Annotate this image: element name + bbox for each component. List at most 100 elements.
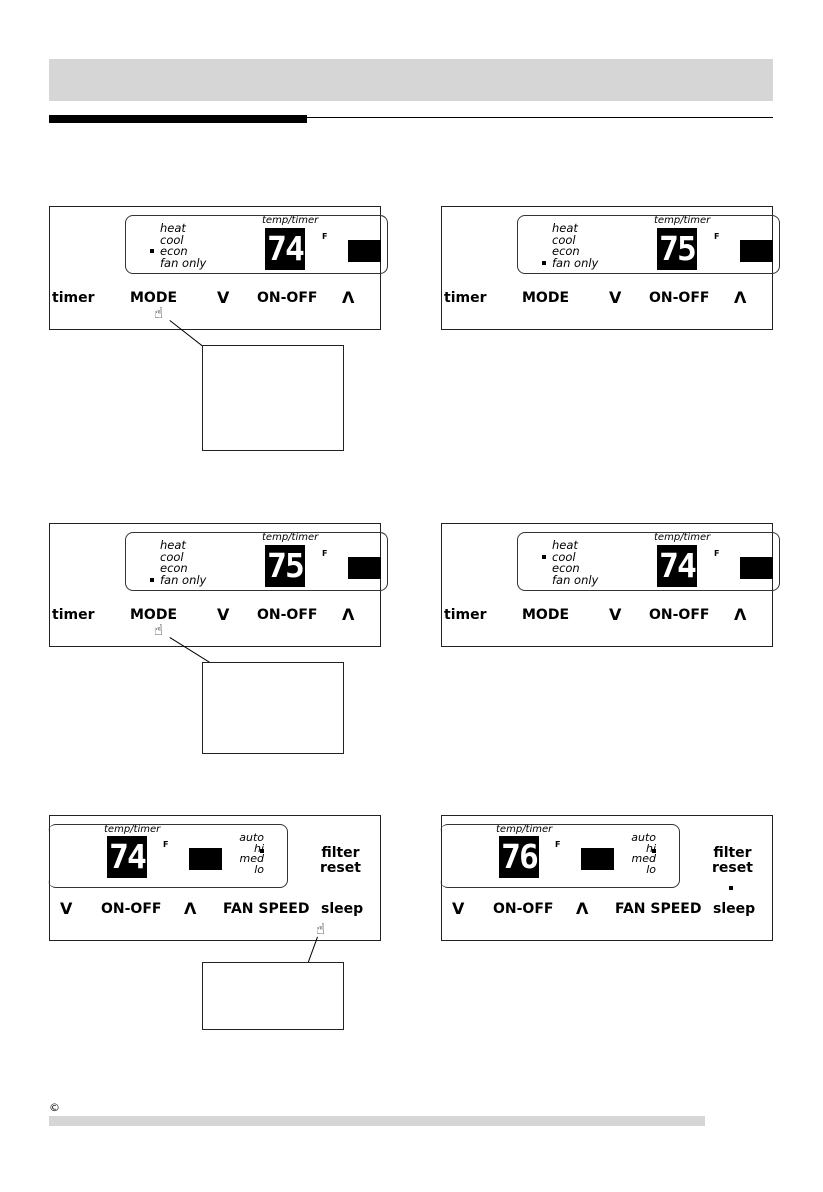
mode-item-cool: cool bbox=[160, 232, 184, 247]
temperature-display: 74 bbox=[107, 836, 147, 878]
mode-item-fan-only: fan only bbox=[160, 255, 207, 270]
mode-item-heat: heat bbox=[552, 538, 578, 552]
fan-speed-button[interactable]: FAN SPEED bbox=[223, 901, 310, 917]
callout-box bbox=[202, 962, 344, 1030]
up-button[interactable]: Λ bbox=[184, 899, 197, 918]
mode-item-fan-only: fan only bbox=[552, 572, 599, 587]
on-off-button[interactable]: ON-OFF bbox=[101, 901, 162, 917]
sleep-button[interactable]: sleep bbox=[321, 901, 364, 917]
mode-item-fan-only: fan only bbox=[150, 574, 206, 587]
mode-item-econ: econ bbox=[552, 561, 580, 575]
mode-item-econ: econ bbox=[552, 244, 580, 258]
callout-box bbox=[202, 662, 344, 754]
fan-item-hi: hi bbox=[645, 841, 656, 855]
filter-reset-button[interactable]: filter reset bbox=[320, 846, 361, 876]
up-button[interactable]: Λ bbox=[734, 605, 747, 624]
mode-item-heat: heat bbox=[160, 538, 186, 552]
control-panel-1: heat cool econ fan only temp/timer 74 F … bbox=[49, 206, 388, 330]
mode-display-frame bbox=[517, 215, 780, 274]
up-button[interactable]: Λ bbox=[342, 605, 355, 624]
fan-speed-list: auto hi med lo bbox=[624, 831, 656, 876]
sleep-button[interactable]: sleep bbox=[713, 901, 756, 917]
timer-button[interactable]: timer bbox=[444, 607, 487, 623]
on-off-button[interactable]: ON-OFF bbox=[257, 607, 318, 623]
fan-item-med: med bbox=[631, 852, 656, 865]
fan-display-frame bbox=[48, 824, 288, 888]
on-off-button[interactable]: ON-OFF bbox=[649, 290, 710, 306]
fan-display-frame bbox=[440, 824, 680, 888]
timer-button[interactable]: timer bbox=[52, 607, 95, 623]
temperature-display: 74 bbox=[265, 228, 305, 270]
temperature-display: 75 bbox=[657, 228, 697, 270]
temperature-display: 76 bbox=[499, 836, 539, 878]
control-panel-2: heat cool econ fan only temp/timer 75 F … bbox=[441, 206, 780, 330]
fan-item-lo: lo bbox=[254, 862, 264, 876]
display-block bbox=[348, 557, 381, 579]
on-off-button[interactable]: ON-OFF bbox=[257, 290, 318, 306]
pointing-hand-icon: ☝ bbox=[316, 920, 326, 938]
unit-label: F bbox=[163, 840, 169, 849]
down-button[interactable]: V bbox=[217, 288, 230, 307]
mode-button[interactable]: MODE bbox=[130, 607, 178, 623]
fan-panel-2: temp/timer 76 F auto hi med lo filter re… bbox=[440, 815, 773, 941]
mode-indicator bbox=[150, 577, 154, 582]
temp-timer-label: temp/timer bbox=[654, 215, 711, 226]
on-off-button[interactable]: ON-OFF bbox=[649, 607, 710, 623]
display-block bbox=[348, 240, 381, 262]
down-button[interactable]: V bbox=[609, 288, 622, 307]
mode-item-heat: heat bbox=[552, 221, 578, 235]
display-block bbox=[740, 557, 773, 579]
down-button[interactable]: V bbox=[452, 899, 465, 918]
up-button[interactable]: Λ bbox=[342, 288, 355, 307]
mode-item-cool: cool bbox=[552, 232, 576, 247]
fan-item-lo: lo bbox=[646, 862, 656, 876]
sleep-indicator bbox=[729, 886, 733, 890]
section-rule-thin bbox=[49, 117, 773, 118]
unit-label: F bbox=[322, 549, 328, 558]
unit-label: F bbox=[555, 840, 561, 849]
temp-timer-label: temp/timer bbox=[262, 532, 319, 543]
header-band bbox=[49, 59, 773, 101]
mode-button[interactable]: MODE bbox=[522, 607, 570, 623]
unit-label: F bbox=[714, 232, 720, 241]
reset-label: reset bbox=[712, 860, 753, 876]
section-rule-thick bbox=[49, 115, 307, 123]
fan-panel-1: temp/timer 74 F auto hi med lo filter re… bbox=[48, 815, 381, 941]
mode-display-frame bbox=[125, 532, 388, 591]
unit-label: F bbox=[322, 232, 328, 241]
filter-label: filter bbox=[321, 845, 360, 861]
mode-button[interactable]: MODE bbox=[130, 290, 178, 306]
control-panel-3: heat cool econ fan only temp/timer 75 F … bbox=[49, 523, 388, 647]
callout-box bbox=[202, 345, 344, 451]
down-button[interactable]: V bbox=[217, 605, 230, 624]
fan-speed-button[interactable]: FAN SPEED bbox=[615, 901, 702, 917]
down-button[interactable]: V bbox=[60, 899, 73, 918]
display-block bbox=[740, 240, 773, 262]
mode-display-frame bbox=[125, 215, 388, 274]
timer-button[interactable]: timer bbox=[52, 290, 95, 306]
timer-button[interactable]: timer bbox=[444, 290, 487, 306]
pointing-hand-icon: ☝ bbox=[154, 304, 164, 322]
mode-item-cool: cool bbox=[160, 549, 184, 564]
fan-indicator bbox=[652, 849, 656, 853]
mode-item-cool: cool bbox=[542, 551, 598, 564]
display-block bbox=[189, 848, 222, 870]
mode-indicator bbox=[542, 554, 546, 559]
temp-timer-label: temp/timer bbox=[104, 824, 161, 835]
footer-band bbox=[49, 1116, 705, 1126]
up-button[interactable]: Λ bbox=[576, 899, 589, 918]
up-button[interactable]: Λ bbox=[734, 288, 747, 307]
fan-item-auto: auto bbox=[631, 831, 656, 844]
down-button[interactable]: V bbox=[609, 605, 622, 624]
copyright-symbol: © bbox=[49, 1101, 60, 1114]
mode-item-econ: econ bbox=[150, 245, 206, 258]
mode-button[interactable]: MODE bbox=[522, 290, 570, 306]
control-panel-4: heat cool econ fan only temp/timer 74 F … bbox=[441, 523, 780, 647]
on-off-button[interactable]: ON-OFF bbox=[493, 901, 554, 917]
mode-item-fan-only: fan only bbox=[542, 257, 598, 270]
temperature-display: 75 bbox=[265, 545, 305, 587]
unit-label: F bbox=[714, 549, 720, 558]
mode-list: heat cool econ fan only bbox=[542, 538, 599, 587]
fan-item-hi: hi bbox=[253, 841, 264, 855]
filter-reset-button[interactable]: filter reset bbox=[712, 846, 753, 876]
